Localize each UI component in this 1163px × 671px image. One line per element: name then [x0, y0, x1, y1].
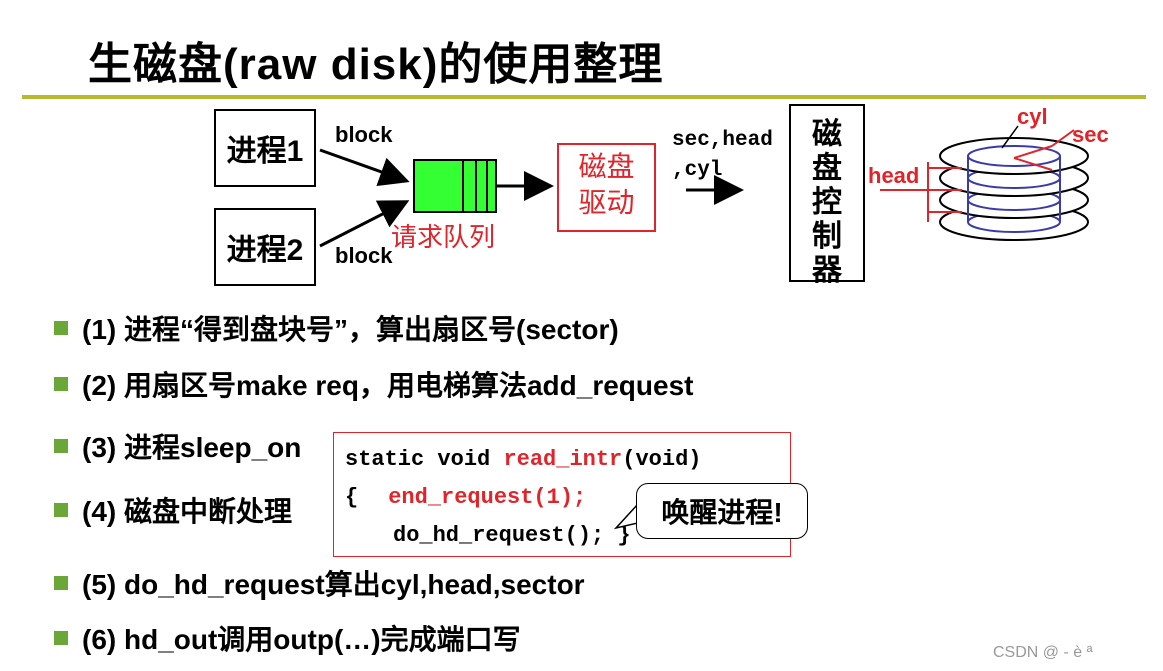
params-line1: sec,head: [672, 129, 773, 152]
code-func-name: read_intr: [503, 447, 623, 472]
disk-head-arms: [880, 162, 962, 222]
bullet-square-icon: [54, 321, 68, 335]
disk-head-label: head: [868, 163, 920, 188]
bullet-item-3: (3) 进程sleep_on: [54, 426, 301, 466]
block-label-top: block: [335, 122, 393, 147]
disk-driver-box: 磁盘 驱动: [557, 143, 656, 232]
bullet-text-3: (3) 进程sleep_on: [82, 432, 302, 463]
process-2-label: 进程2: [226, 234, 304, 267]
bullet-text-4: (4) 磁盘中断处理: [82, 496, 293, 527]
disk-sec-label: sec: [1072, 122, 1109, 147]
disk-controller-box: 磁 盘 控 制 器: [789, 104, 865, 287]
disk-sector-wedge: [1013, 129, 1075, 171]
request-queue-box: [413, 159, 497, 213]
bullet-square-icon: [54, 631, 68, 645]
arrow-process2-to-queue: [319, 200, 410, 248]
code-line-2: {end_request(1);: [345, 485, 587, 510]
bullet-item-6: (6) hd_out调用outp(…)完成端口写: [54, 618, 521, 658]
title-underline: [22, 95, 1146, 99]
disk-cyl-label: cyl: [1017, 104, 1048, 129]
watermark: CSDN @ - è ª: [993, 644, 1093, 661]
bullet-item-1: (1) 进程“得到盘块号”，算出扇区号(sector): [54, 308, 619, 348]
bullet-square-icon: [54, 576, 68, 590]
block-label-bottom: block: [335, 243, 393, 268]
process-2-box: 进程2: [214, 208, 316, 286]
bullet-square-icon: [54, 439, 68, 453]
bullet-item-5: (5) do_hd_request算出cyl,head,sector: [54, 563, 585, 603]
callout-tail: [613, 503, 643, 530]
bullet-text-2: (2) 用扇区号make req，用电梯算法add_request: [82, 370, 694, 401]
callout-bubble: 唤醒进程!: [636, 483, 808, 539]
arrow-process1-to-queue: [319, 148, 410, 187]
process-1-label: 进程1: [226, 135, 304, 168]
process-1-box: 进程1: [214, 109, 316, 187]
page-title: 生磁盘(raw disk)的使用整理: [88, 40, 664, 89]
disk-platters: [939, 137, 1089, 241]
controller-char-3: 控: [812, 186, 842, 219]
disk-driver-line1: 磁盘: [578, 151, 635, 182]
callout-text: 唤醒进程!: [661, 497, 783, 528]
bullet-text-6: (6) hd_out调用outp(…)完成端口写: [82, 624, 521, 655]
code-end-request: end_request(1);: [388, 485, 587, 510]
controller-char-1: 磁: [812, 118, 842, 151]
disk-driver-line2: 驱动: [578, 187, 635, 218]
bullet-text-1: (1) 进程“得到盘块号”，算出扇区号(sector): [82, 314, 619, 345]
controller-char-5: 器: [812, 254, 842, 287]
code-line-1: static void read_intr(void): [345, 447, 702, 472]
bullet-text-5: (5) do_hd_request算出cyl,head,sector: [82, 569, 585, 600]
bullet-square-icon: [54, 377, 68, 391]
bullet-item-4: (4) 磁盘中断处理: [54, 490, 292, 530]
params-line2: ,cyl: [672, 159, 723, 182]
controller-char-2: 盘: [812, 152, 842, 185]
cyl-pointer: [1001, 125, 1019, 149]
bullet-square-icon: [54, 503, 68, 517]
bullet-item-2: (2) 用扇区号make req，用电梯算法add_request: [54, 364, 693, 404]
controller-char-4: 制: [812, 220, 842, 253]
code-line-3: do_hd_request(); }: [393, 523, 631, 548]
request-queue-label: 请求队列: [391, 222, 496, 252]
